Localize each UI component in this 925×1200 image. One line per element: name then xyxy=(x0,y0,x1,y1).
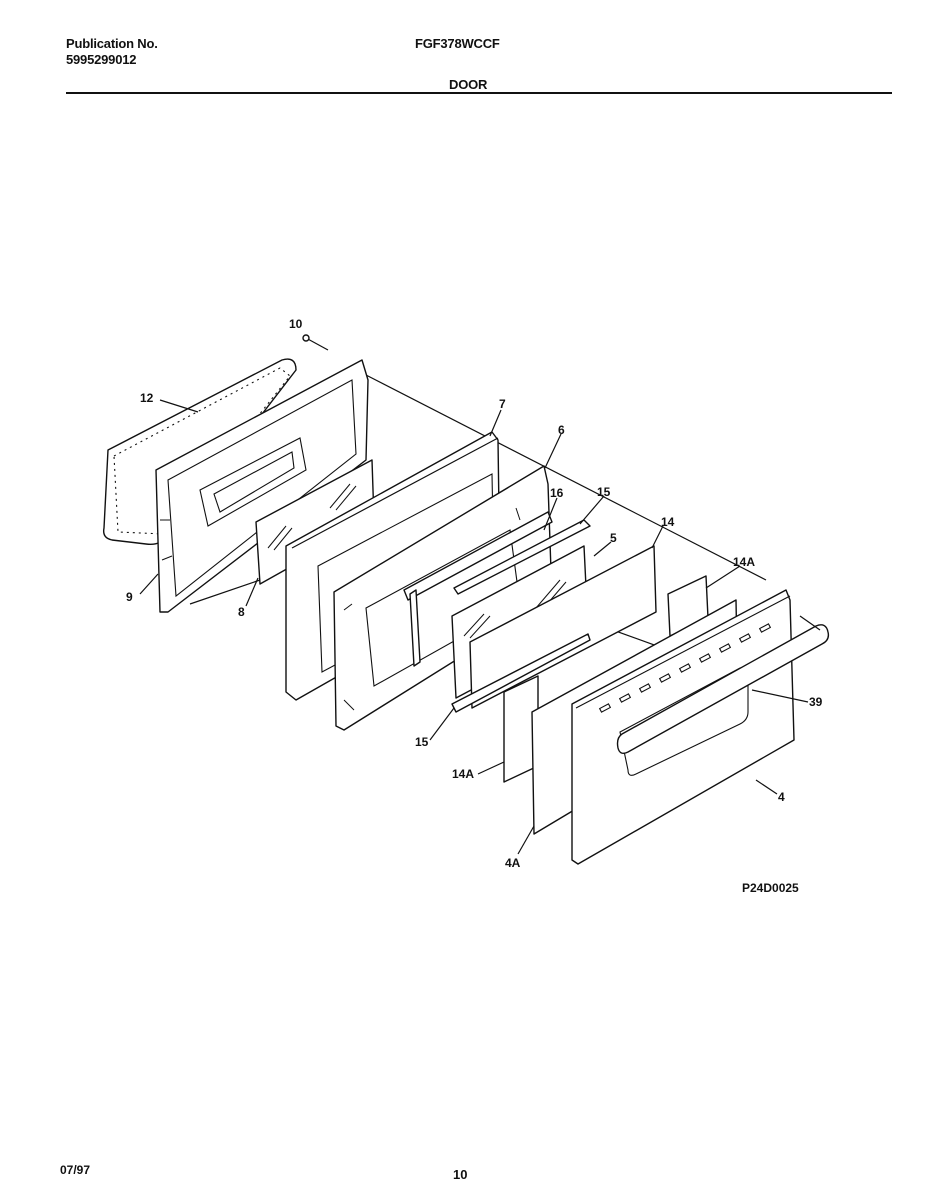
part-10-screw xyxy=(302,334,329,351)
part-label-4: 4 xyxy=(778,790,785,804)
part-16-channel xyxy=(403,511,553,667)
leader-lines xyxy=(139,399,809,855)
header-rule xyxy=(66,92,892,94)
part-label-39: 39 xyxy=(809,695,823,709)
vent-slots xyxy=(598,623,772,713)
part-label-14A-lower: 14A xyxy=(452,767,474,781)
part-label-8: 8 xyxy=(238,605,245,619)
diagram-code: P24D0025 xyxy=(742,881,799,895)
part-label-9: 9 xyxy=(126,590,133,604)
part-label-15-upper: 15 xyxy=(597,485,611,499)
part-label-5: 5 xyxy=(610,531,617,545)
part-15-upper-bracket xyxy=(453,519,591,595)
part-4-outer-door xyxy=(571,589,795,865)
model-number: FGF378WCCF xyxy=(415,36,500,51)
publication-label: Publication No. xyxy=(66,36,158,51)
part-label-14A-upper: 14A xyxy=(733,555,755,569)
part-label-4A: 4A xyxy=(505,856,521,870)
part-9-inner-liner xyxy=(155,359,369,613)
part-label-6: 6 xyxy=(558,423,565,437)
part-15-lower-bracket xyxy=(451,633,591,713)
part-label-15-lower: 15 xyxy=(415,735,429,749)
part-label-14: 14 xyxy=(661,515,675,529)
part-label-7: 7 xyxy=(499,397,506,411)
footer-date: 07/97 xyxy=(60,1163,91,1177)
section-title: DOOR xyxy=(449,77,488,92)
publication-number: 5995299012 xyxy=(66,52,137,67)
part-14-window-pack xyxy=(469,545,657,709)
part-label-12: 12 xyxy=(140,391,154,405)
part-label-10: 10 xyxy=(289,317,303,331)
part-label-16: 16 xyxy=(550,486,564,500)
footer-page-number: 10 xyxy=(453,1167,468,1182)
part-39-handle xyxy=(616,615,830,755)
